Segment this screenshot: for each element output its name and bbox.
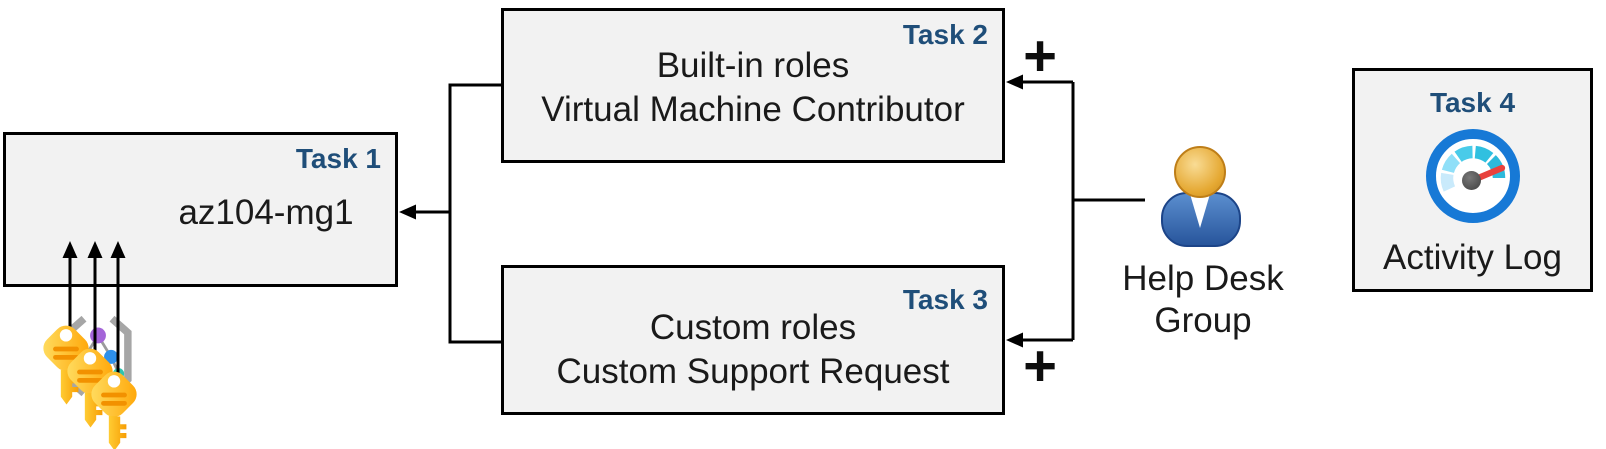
task4-badge: Task 4 <box>1429 87 1516 118</box>
arrowhead-task3 <box>1006 332 1023 348</box>
left-bracket-connector <box>448 83 501 344</box>
task4-label: Activity Log <box>1383 238 1562 277</box>
helpdesk-label-line2: Group <box>1154 301 1252 340</box>
person-icon <box>1161 146 1241 247</box>
task3-box: Task 3 Custom roles Custom Support Reque… <box>501 265 1005 415</box>
gauge-hub <box>1461 171 1481 190</box>
task3-text-line1: Custom roles <box>649 308 857 347</box>
task2-text-line1: Built-in roles <box>656 46 850 85</box>
helpdesk-label-line1: Help Desk <box>1122 259 1284 298</box>
task1-label: az104-mg1 <box>178 193 354 232</box>
plus-icon-bottom: + <box>1023 333 1057 399</box>
key-icon <box>91 371 137 449</box>
task4-box: Task 4 Activity Log <box>1352 68 1593 292</box>
task3-text-line2: Custom Support Request <box>556 352 950 391</box>
task2-badge: Task 2 <box>902 19 988 50</box>
task1-box: Task 1 az104-mg1 <box>3 132 398 397</box>
task3-badge: Task 3 <box>902 284 988 315</box>
activity-log-gauge-icon <box>1425 129 1520 223</box>
task2-box: Task 2 Built-in roles Virtual Machine Co… <box>501 8 1005 163</box>
arrowhead-task2 <box>1006 74 1023 90</box>
task1-badge: Task 1 <box>295 143 381 174</box>
arrowhead-task1 <box>399 204 416 220</box>
plus-icon-top: + <box>1023 23 1057 89</box>
task2-text-line2: Virtual Machine Contributor <box>541 90 965 129</box>
